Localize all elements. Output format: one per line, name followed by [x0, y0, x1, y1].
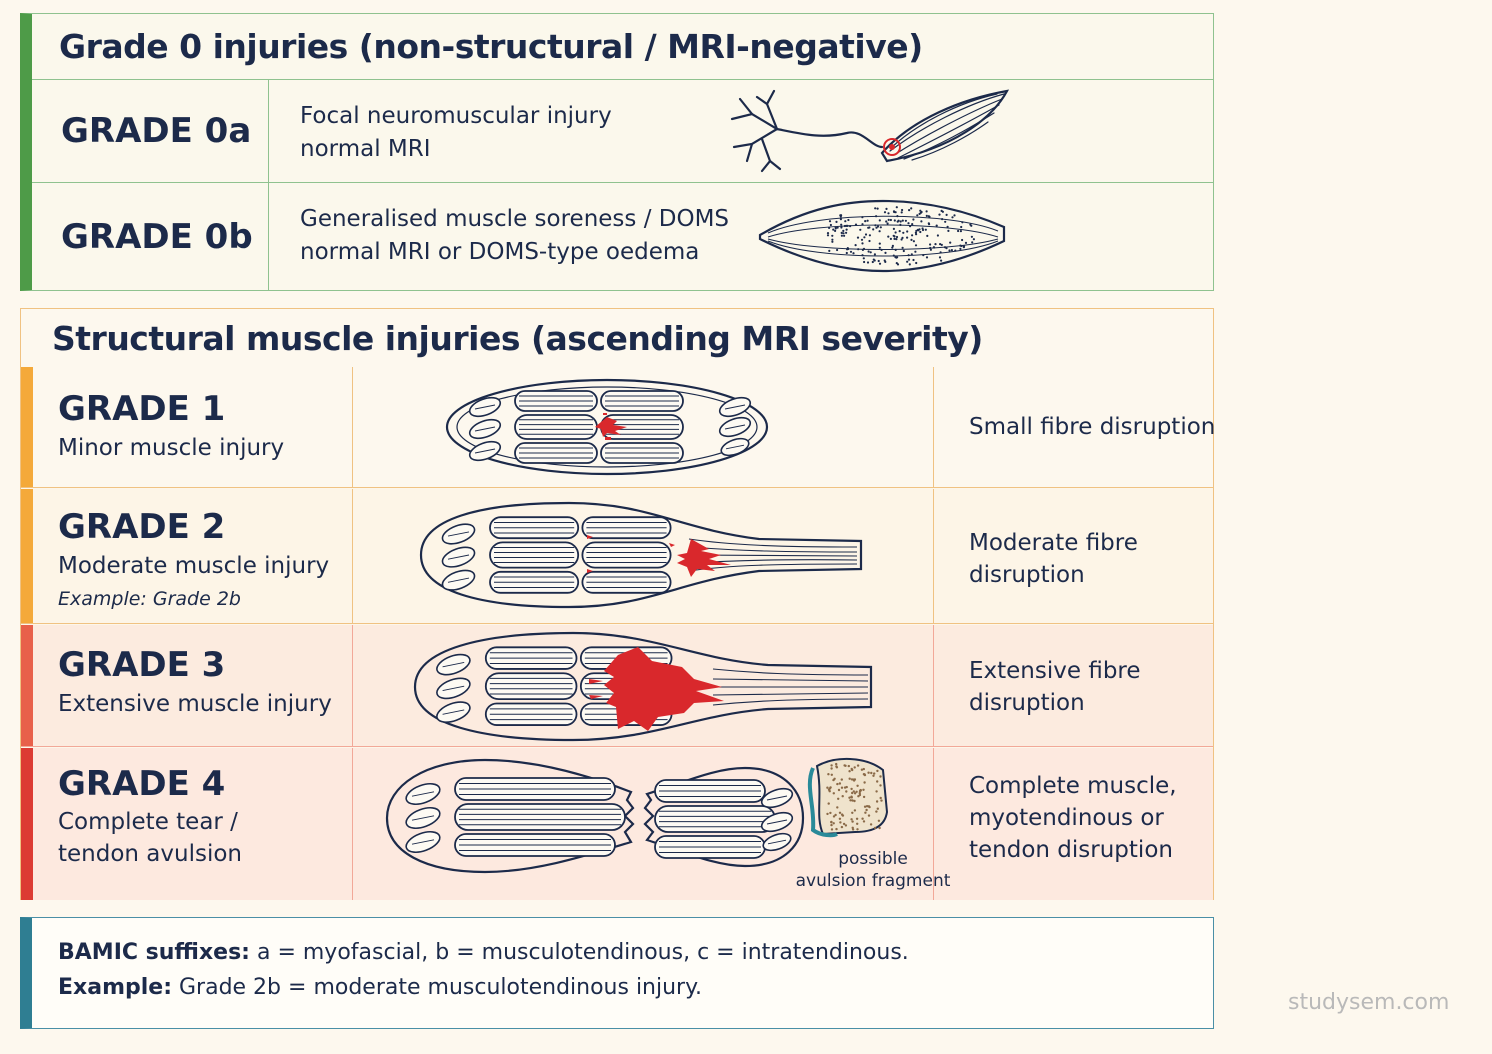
avulsion-label-line2: avulsion fragment — [795, 871, 951, 891]
structural-title: Structural muscle injuries (ascending MR… — [52, 319, 983, 358]
bamic-suffixes-box: BAMIC suffixes: a = myofascial, b = musc… — [20, 917, 1214, 1029]
grade3-row: GRADE 3 Extensive muscle injury — [21, 625, 1213, 747]
suffixes-line: BAMIC suffixes: a = myofascial, b = musc… — [58, 940, 909, 965]
grade3-name: Extensive muscle injury — [58, 691, 332, 717]
grade1-label-cell: GRADE 1 Minor muscle injury — [21, 367, 353, 487]
grade4-description-cell: Complete muscle, myotendinous or tendon … — [934, 748, 1213, 900]
grade3-desc-line2: disruption — [969, 690, 1085, 716]
avulsion-fragment — [807, 757, 889, 838]
grade4-name-line2: tendon avulsion — [58, 841, 242, 867]
grade2-description: Moderate fibre disruption — [969, 527, 1138, 591]
grade2-accent-bar — [21, 489, 33, 623]
grade0b-label: GRADE 0b — [61, 216, 253, 257]
avulsion-fragment-label: possible avulsion fragment — [783, 848, 963, 892]
grade1-accent-bar — [21, 367, 33, 487]
grade0-header: Grade 0 injuries (non-structural / MRI-n… — [32, 14, 1213, 80]
grade0a-label-cell: GRADE 0a — [32, 79, 269, 182]
grade1-desc-line1: Small fibre disruption — [969, 414, 1216, 440]
example-label: Example: — [58, 975, 172, 1000]
grade2-row: GRADE 2 Moderate muscle injury Example: … — [21, 489, 1213, 624]
watermark: studysem.com — [1288, 990, 1450, 1015]
grade2-fibre-bundles — [441, 516, 672, 594]
grade4-desc-line3: tendon disruption — [969, 837, 1173, 863]
nerve-muscle-illustration — [730, 89, 1010, 173]
grade3-muscle-illustration — [413, 631, 873, 742]
grade4-fibre-bundles — [405, 777, 794, 859]
grade2-description-cell: Moderate fibre disruption — [934, 489, 1213, 623]
grade4-title: GRADE 4 — [58, 764, 226, 804]
grade0a-line1: Focal neuromuscular injury — [300, 103, 612, 129]
grade1-title: GRADE 1 — [58, 389, 226, 429]
structural-header: Structural muscle injuries (ascending MR… — [21, 309, 1213, 368]
grade3-title: GRADE 3 — [58, 645, 226, 685]
grade2-title: GRADE 2 — [58, 507, 226, 547]
grade0-panel: Grade 0 injuries (non-structural / MRI-n… — [20, 13, 1214, 291]
grade3-tendon-fibres — [712, 668, 869, 706]
grade2-muscle-illustration — [419, 501, 863, 609]
grade3-description: Extensive fibre disruption — [969, 655, 1141, 719]
grade2-desc-line1: Moderate fibre — [969, 530, 1138, 556]
grade3-description-cell: Extensive fibre disruption — [934, 625, 1213, 746]
grade1-tear-mark — [595, 413, 627, 440]
grade0a-description: Focal neuromuscular injury normal MRI — [300, 100, 612, 166]
grade1-muscle-illustration — [445, 378, 769, 476]
grade0b-description: Generalised muscle soreness / DOMS norma… — [300, 203, 729, 269]
grade2-illustration-cell — [353, 489, 934, 623]
grade4-desc-line2: myotendinous or — [969, 805, 1164, 831]
grade2-tear-mark — [587, 535, 731, 577]
grade4-label-cell: GRADE 4 Complete tear / tendon avulsion — [21, 748, 353, 900]
grade3-tear-mark — [589, 647, 724, 731]
grade1-description: Small fibre disruption — [969, 411, 1215, 443]
grade0b-line2: normal MRI or DOMS-type oedema — [300, 239, 700, 265]
grade1-illustration-cell — [353, 367, 934, 487]
grade2-name: Moderate muscle injury — [58, 553, 330, 579]
example-line: Example: Grade 2b = moderate musculotend… — [58, 975, 702, 1000]
grade1-row: GRADE 1 Minor muscle injury Small fibre … — [21, 367, 1215, 488]
grade2-label-cell: GRADE 2 Moderate muscle injury Example: … — [21, 489, 353, 623]
suffixes-text: a = myofascial, b = musculotendinous, c … — [249, 940, 909, 965]
grade4-muscle-illustration — [385, 757, 889, 874]
grade0b-line1: Generalised muscle soreness / DOMS — [300, 206, 730, 232]
grade4-description: Complete muscle, myotendinous or tendon … — [969, 770, 1177, 866]
structural-panel: Structural muscle injuries (ascending MR… — [20, 308, 1215, 900]
grade3-label-cell: GRADE 3 Extensive muscle injury — [21, 625, 353, 746]
grade4-desc-line1: Complete muscle, — [969, 773, 1177, 799]
grade0b-row: GRADE 0b Generalised muscle soreness / D… — [32, 183, 1213, 290]
grade2-desc-line2: disruption — [969, 562, 1085, 588]
grade0b-label-cell: GRADE 0b — [32, 183, 269, 290]
grade0a-row: GRADE 0a Focal neuromuscular injury norm… — [32, 79, 1213, 183]
grade0a-label: GRADE 0a — [61, 110, 252, 151]
grade0-title: Grade 0 injuries (non-structural / MRI-n… — [59, 27, 923, 66]
grade2-example: Example: Grade 2b — [58, 588, 241, 610]
grade3-illustration-cell — [353, 625, 934, 746]
grade4-name-line1: Complete tear / — [58, 809, 238, 835]
grade4-row: GRADE 4 Complete tear / tendon avulsion … — [21, 748, 1213, 900]
grade4-accent-bar — [21, 748, 33, 900]
grade0a-line2: normal MRI — [300, 136, 431, 162]
grade1-name: Minor muscle injury — [58, 435, 285, 461]
grade3-accent-bar — [21, 625, 33, 746]
suffixes-label: BAMIC suffixes: — [58, 940, 250, 965]
doms-muscle-illustration — [758, 199, 1006, 273]
grade4-illustration-cell: possible avulsion fragment — [353, 748, 950, 900]
example-text: Grade 2b = moderate musculotendinous inj… — [172, 975, 702, 1000]
grade3-desc-line1: Extensive fibre — [969, 658, 1141, 684]
grade1-description-cell: Small fibre disruption — [934, 367, 1215, 487]
grade1-fibre-bundles — [468, 390, 752, 464]
avulsion-label-line1: possible — [838, 849, 908, 869]
